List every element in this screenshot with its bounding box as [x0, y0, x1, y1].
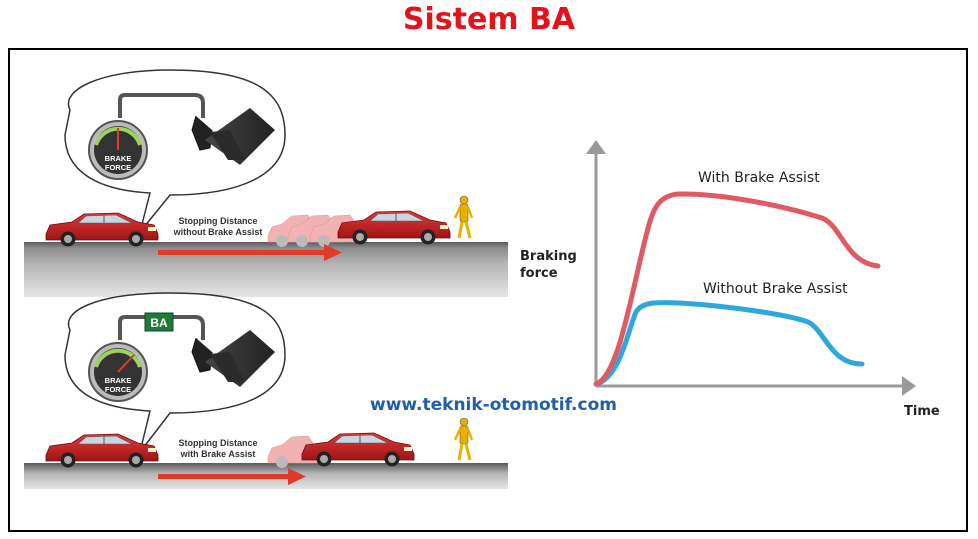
ba-badge: BA	[144, 312, 174, 332]
bottom-caption-line-1: Stopping Distance	[178, 438, 258, 448]
ba-badge-text: BA	[150, 316, 168, 330]
top-caption-line-2: without Brake Assist	[173, 227, 263, 237]
bottom-distance-arrow	[158, 468, 306, 485]
bottom-car-stopped	[301, 432, 415, 467]
without-brake-assist-curve	[593, 300, 865, 387]
bottom-pedestrian-dummy	[453, 416, 474, 462]
series-label-with-brake-assist: With Brake Assist	[698, 170, 820, 186]
page-title: Sistem BA	[402, 2, 576, 37]
bottom-brake-gauge	[88, 342, 148, 402]
website-url[interactable]: www.teknik-otomotif.com	[370, 395, 617, 415]
top-car-stopped	[337, 210, 451, 245]
top-brake-pedal	[118, 93, 275, 165]
top-stopping-caption: Stopping Distance without Brake Assist	[168, 216, 268, 238]
top-caption-line-1: Stopping Distance	[178, 216, 258, 226]
top-brake-gauge	[88, 120, 148, 180]
top-pedestrian-dummy	[453, 194, 474, 240]
graph-axes	[586, 140, 916, 396]
diagram-frame	[8, 48, 968, 532]
bottom-caption-line-2: with Brake Assist	[180, 449, 256, 459]
series-label-without-brake-assist: Without Brake Assist	[703, 281, 848, 297]
graph-ylabel: Braking force	[520, 249, 577, 281]
top-car-start	[45, 212, 159, 247]
with-brake-assist-curve	[593, 191, 881, 387]
bottom-car-start	[45, 433, 159, 468]
graph-xlabel: Time	[904, 404, 940, 419]
top-distance-arrow	[158, 244, 342, 261]
bottom-stopping-caption: Stopping Distance with Brake Assist	[168, 438, 268, 460]
